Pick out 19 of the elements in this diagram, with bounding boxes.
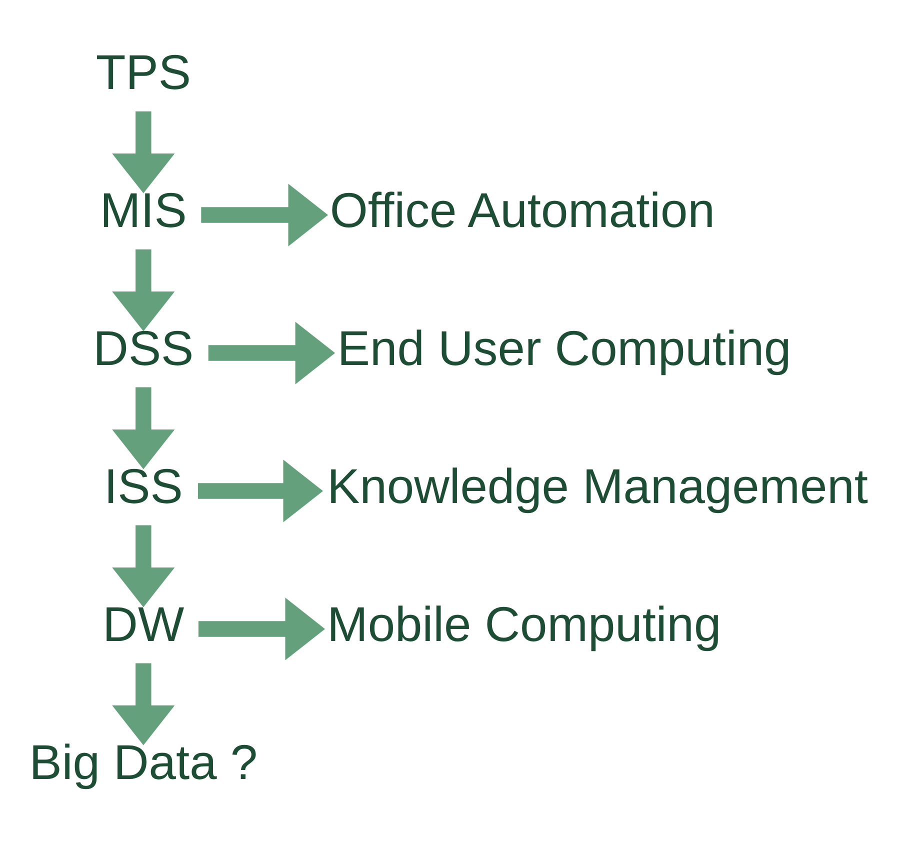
node-text: DSS — [93, 322, 194, 376]
node-text: DW — [102, 598, 184, 652]
arrow — [112, 248, 175, 331]
node-text: MIS — [100, 184, 187, 238]
node-text: Big Data ? — [29, 736, 258, 790]
node-text: TPS — [96, 46, 191, 100]
arrow — [112, 524, 175, 607]
arrow — [198, 459, 324, 522]
arrow — [112, 110, 175, 193]
node-text: End User Computing — [337, 322, 792, 376]
node-text: Office Automation — [330, 184, 715, 238]
arrow — [201, 183, 328, 246]
arrow — [208, 321, 336, 384]
node-text: ISS — [104, 460, 183, 514]
arrow — [198, 597, 326, 660]
arrow — [112, 386, 175, 469]
node-text: Knowledge Management — [327, 460, 868, 514]
node-text: Mobile Computing — [327, 598, 722, 652]
arrow — [112, 662, 175, 745]
